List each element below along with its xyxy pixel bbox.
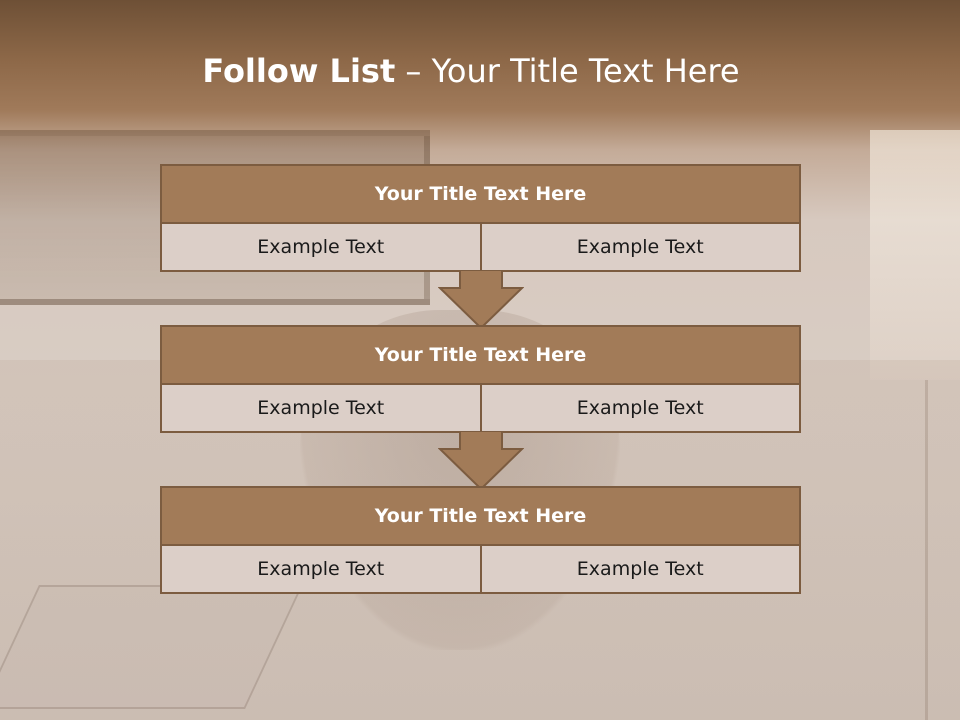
step-cell-left: Example Text bbox=[162, 385, 480, 431]
step-cell-right: Example Text bbox=[479, 224, 799, 270]
step-row: Example Text Example Text bbox=[162, 224, 799, 270]
step-cell-right: Example Text bbox=[479, 546, 799, 592]
slide-title-rest: – Your Title Text Here bbox=[405, 52, 740, 90]
background-lamp-light bbox=[870, 130, 960, 380]
background-lamp-pole bbox=[925, 380, 928, 720]
down-arrow-icon bbox=[438, 431, 524, 491]
step-cell-right: Example Text bbox=[479, 385, 799, 431]
step-cell-left: Example Text bbox=[162, 224, 480, 270]
step-cell-left: Example Text bbox=[162, 546, 480, 592]
step-row: Example Text Example Text bbox=[162, 385, 799, 431]
step-box-1: Your Title Text Here Example Text Exampl… bbox=[160, 164, 801, 272]
step-row: Example Text Example Text bbox=[162, 546, 799, 592]
slide-title-bold: Follow List bbox=[202, 52, 396, 90]
step-heading: Your Title Text Here bbox=[162, 488, 799, 546]
step-heading: Your Title Text Here bbox=[162, 166, 799, 224]
down-arrow-icon bbox=[438, 270, 524, 330]
slide-title: Follow List – Your Title Text Here bbox=[0, 52, 942, 90]
step-heading: Your Title Text Here bbox=[162, 327, 799, 385]
step-box-2: Your Title Text Here Example Text Exampl… bbox=[160, 325, 801, 433]
step-box-3: Your Title Text Here Example Text Exampl… bbox=[160, 486, 801, 594]
